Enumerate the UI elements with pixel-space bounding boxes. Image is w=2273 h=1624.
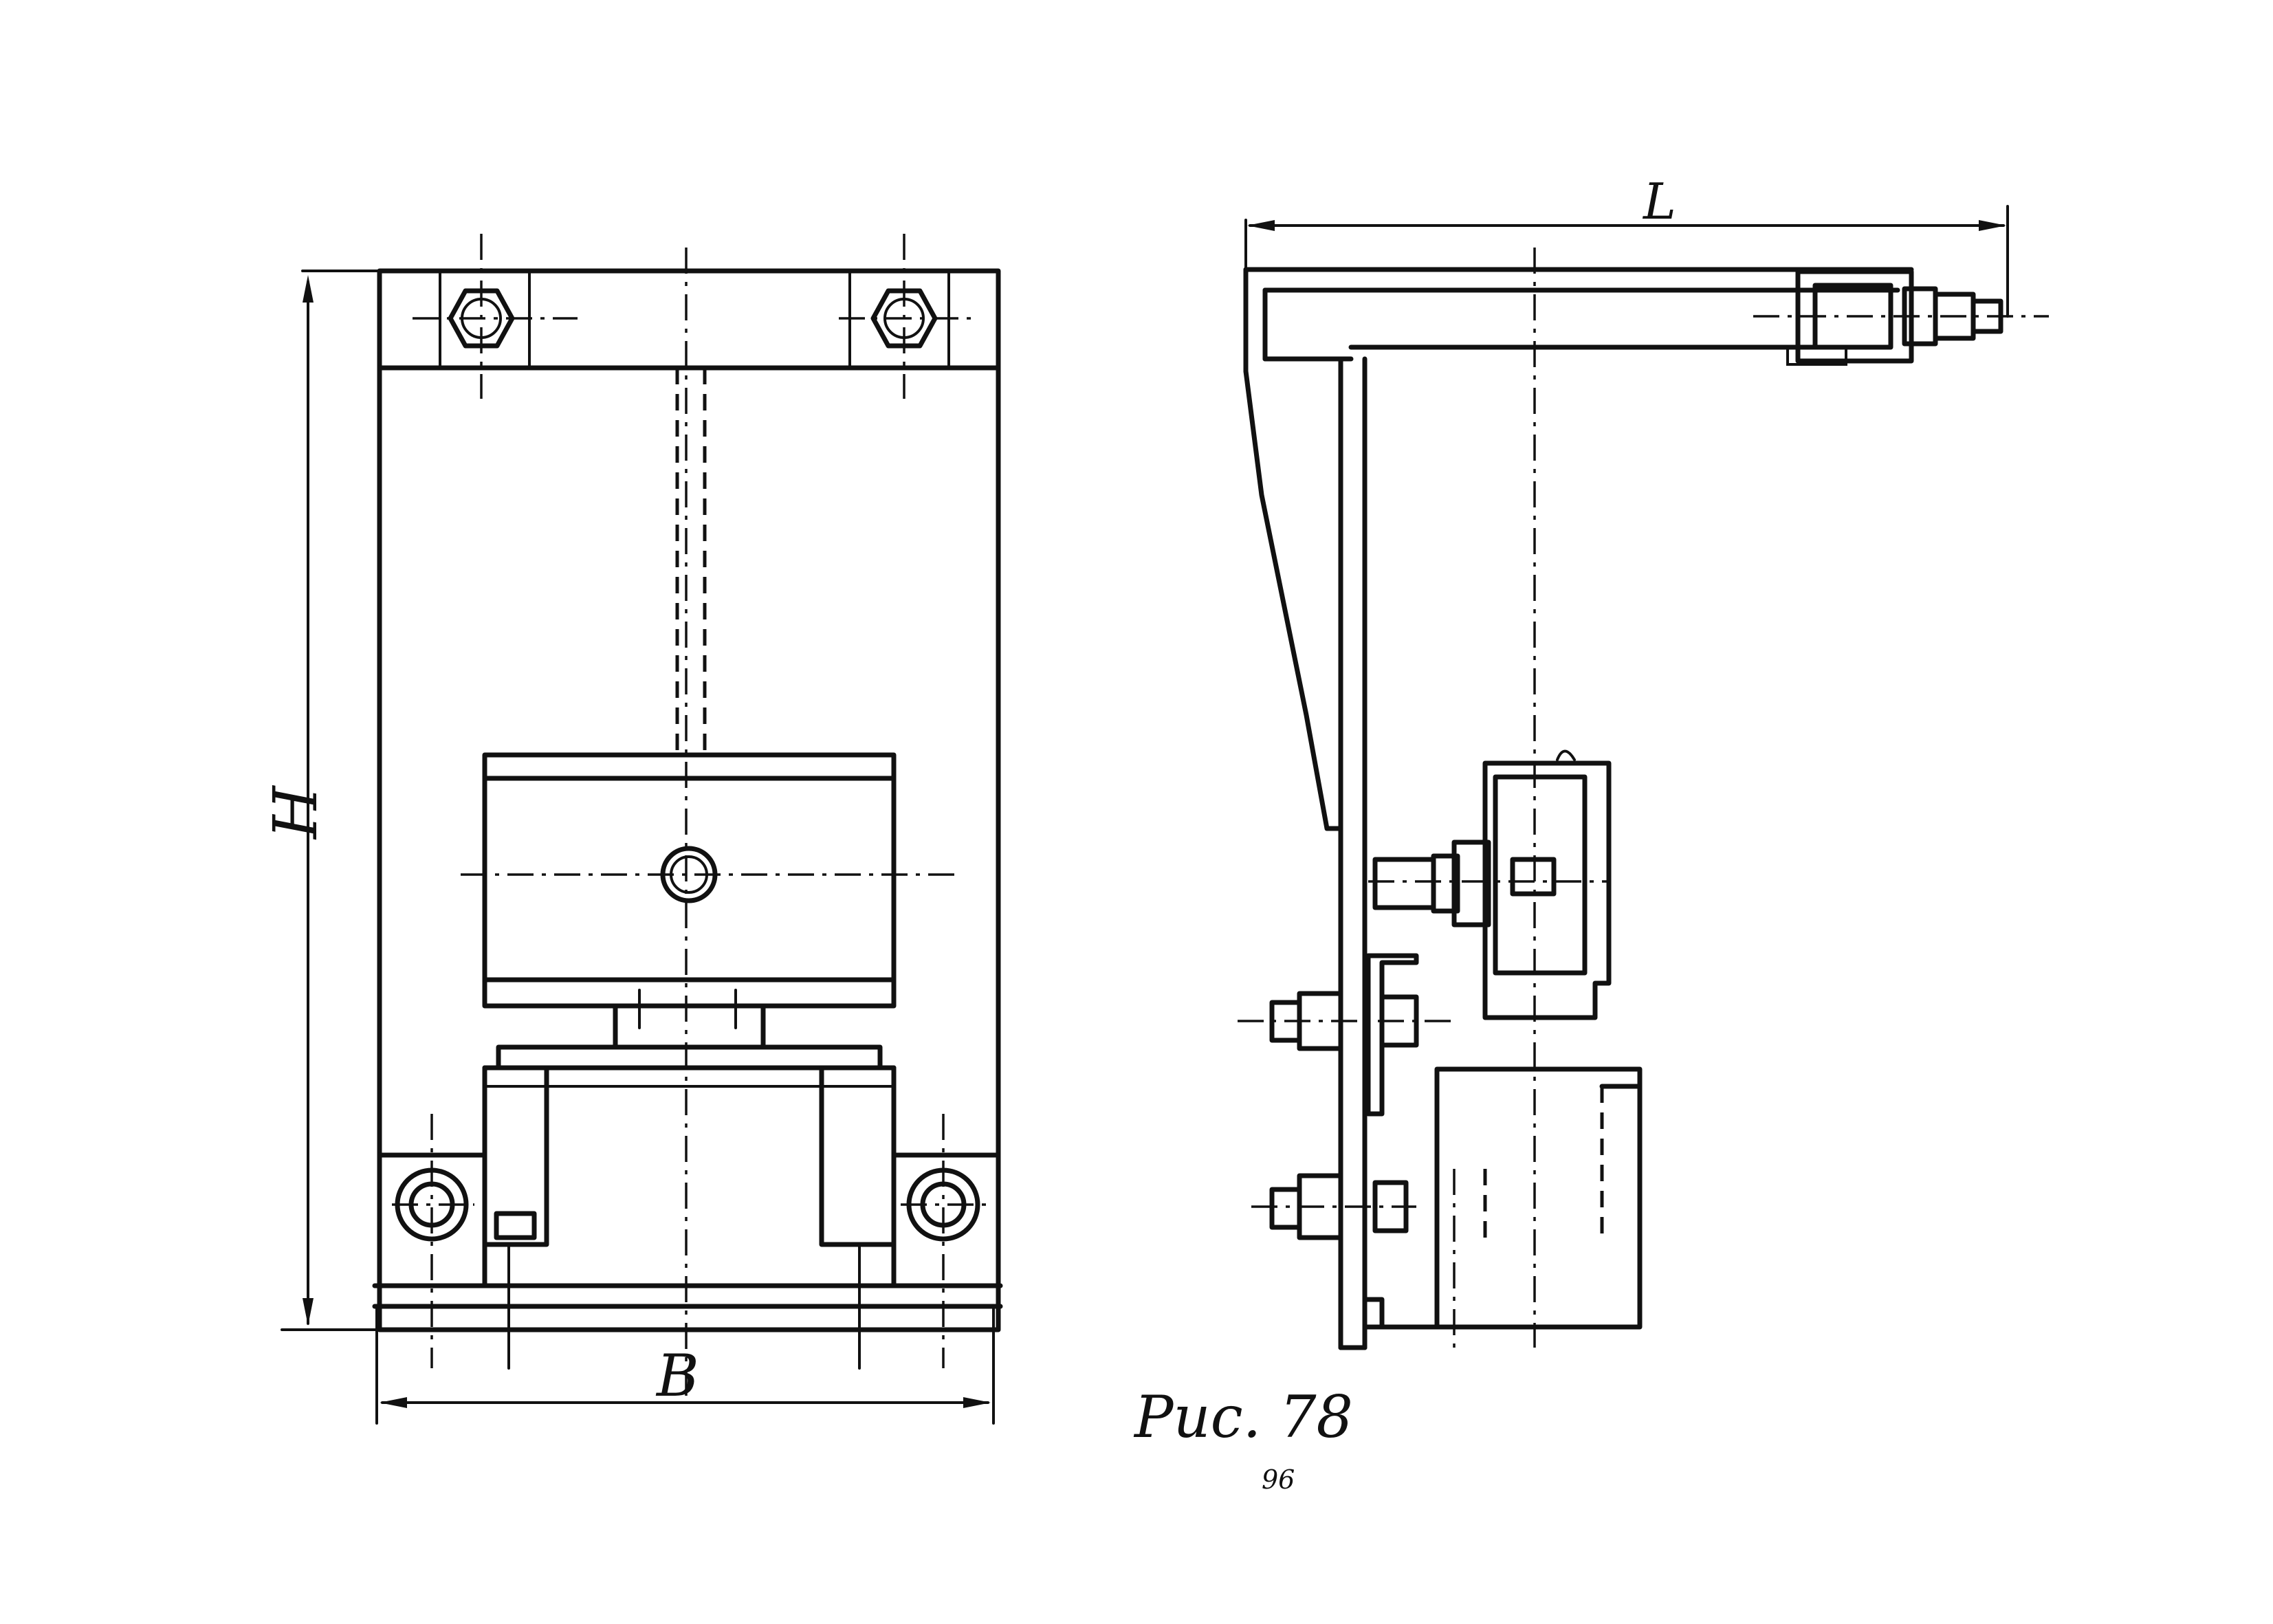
height-label: H <box>260 784 331 840</box>
top-left-hex-bolt <box>413 234 578 399</box>
top-right-hex-bolt <box>839 234 976 399</box>
lower-bolt <box>1251 1173 1416 1240</box>
width-dimension <box>375 1305 995 1425</box>
lower-contact <box>1362 1066 1643 1330</box>
front-view <box>372 234 1003 1396</box>
middle-bracket-bolt <box>1238 953 1451 1117</box>
width-label: B <box>655 1342 699 1409</box>
coil-block <box>461 752 963 1009</box>
side-view <box>1238 248 2049 1350</box>
figure-caption: Рис. 78 <box>1133 1383 1353 1451</box>
height-dimension <box>281 270 386 1331</box>
adjusting-screw <box>1753 269 2049 366</box>
upper-contact <box>1368 749 1612 1020</box>
length-label: L <box>1642 173 1676 230</box>
page-number: 96 <box>1262 1464 1295 1495</box>
length-dimension <box>1244 205 2009 318</box>
